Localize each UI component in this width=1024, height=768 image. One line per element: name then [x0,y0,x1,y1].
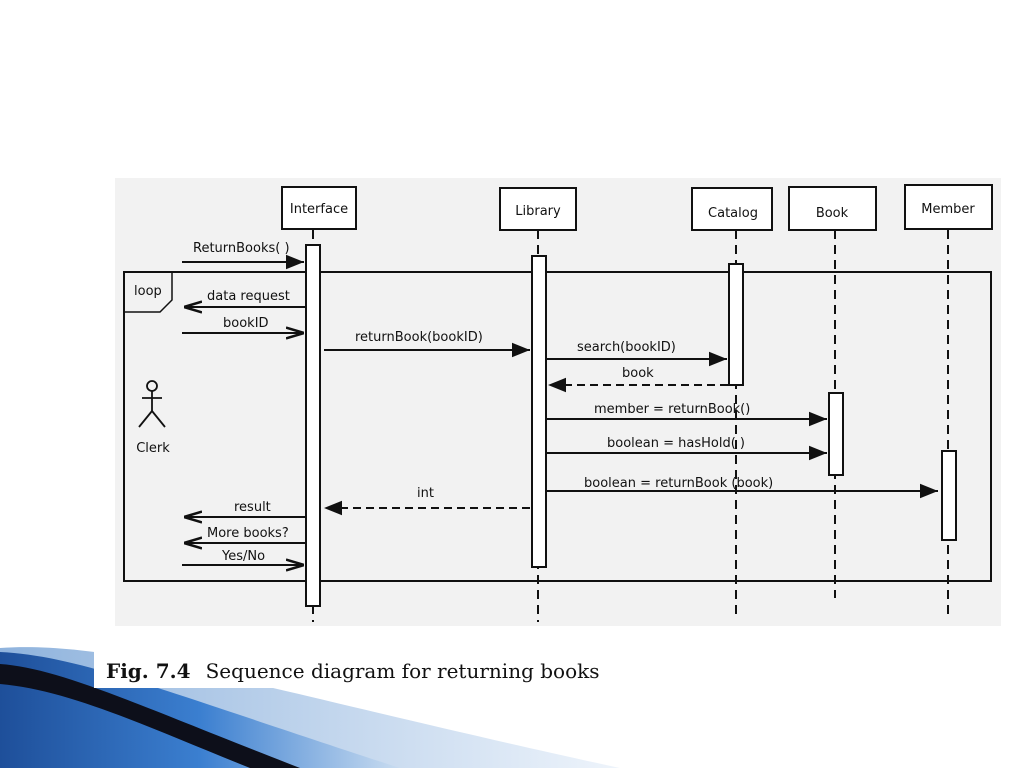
message-label-more-books: More books? [207,526,289,541]
message-label-data-request: data request [207,289,290,304]
participant-box-book [788,186,877,231]
caption-text: Sequence diagram for returning books [206,659,600,683]
message-label-result: result [234,500,271,515]
message-label-yes-no: Yes/No [221,549,265,564]
activation-book [828,392,844,476]
message-label-has-hold: boolean = hasHold( ) [607,436,745,451]
participant-label-interface: Interface [290,202,348,217]
loop-fragment [123,271,992,582]
message-label-search: search(bookID) [577,340,676,355]
message-label-book: book [622,366,654,381]
participant-box-catalog [691,187,773,231]
participant-label-book: Book [816,206,849,221]
activation-member [941,450,957,541]
loop-operator-label: loop [134,284,162,299]
loop-fragment-tag [124,271,173,313]
caption-figure-number: Fig. 7.4 [106,659,191,683]
participant-label-library: Library [515,204,561,219]
participant-box-interface [281,186,357,230]
participant-box-member [904,184,993,230]
message-label-member-return-book: boolean = returnBook (book) [584,476,773,491]
actor-label: Clerk [136,441,170,456]
message-label-int: int [417,486,434,501]
activation-catalog [728,263,744,386]
message-label-member-return: member = returnBook() [594,402,750,417]
activation-interface [305,244,321,607]
participant-label-catalog: Catalog [708,206,758,221]
participant-box-library [499,187,577,231]
message-label-return-books: ReturnBooks( ) [193,241,290,256]
caption-background [94,652,556,688]
diagram-background [115,178,1001,626]
activation-library [531,255,547,568]
figure-caption: Fig. 7.4 Sequence diagram for returning … [106,659,600,683]
actor-clerk [138,380,166,428]
message-label-book-id: bookID [223,316,269,331]
message-label-return-book: returnBook(bookID) [355,330,483,345]
participant-label-member: Member [921,202,975,217]
